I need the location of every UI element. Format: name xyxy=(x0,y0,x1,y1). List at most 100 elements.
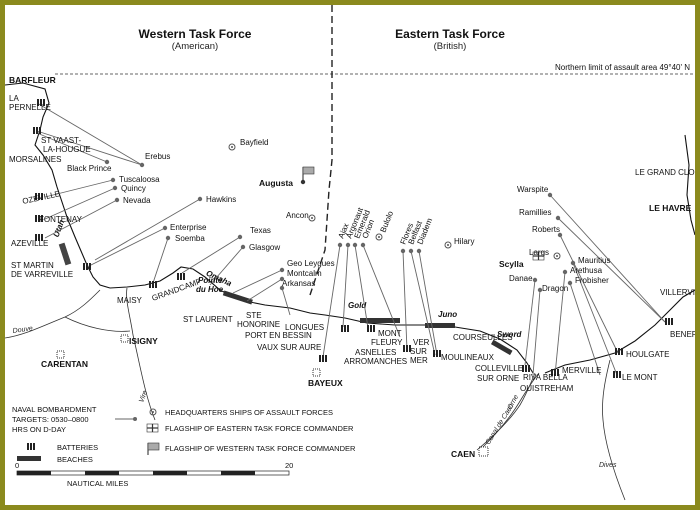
east-task-force-title: Eastern Task Force xyxy=(395,27,505,41)
ship-dot-danae xyxy=(532,277,538,283)
place-morsalines: MORSALINES xyxy=(9,155,61,164)
gun-line-dragon xyxy=(532,289,541,376)
bombardment-map: Western Task Force (American) Eastern Ta… xyxy=(5,5,695,501)
battery-icon xyxy=(33,127,41,134)
coastline-seine xyxy=(684,134,695,236)
ship-dot-geo-leygues xyxy=(279,267,285,273)
place-sur: SUR xyxy=(410,347,427,356)
ship-dot-argonaut xyxy=(345,242,351,248)
ship-label-augusta: Augusta xyxy=(259,178,293,188)
ship-dot-soemba xyxy=(165,235,171,241)
river-dives-label: Dives xyxy=(599,462,617,469)
hq-icon xyxy=(149,408,157,416)
ship-label-hawkins: Hawkins xyxy=(206,195,236,204)
gun-line-arkansas xyxy=(281,287,291,316)
hq-ship-markers xyxy=(228,143,561,260)
gun-line-hawkins xyxy=(94,198,201,261)
town-markers xyxy=(56,334,489,457)
ship-dot-belfast xyxy=(408,248,414,254)
place-houlgate: HOULGATE xyxy=(626,350,669,359)
place-la: LA xyxy=(9,94,19,103)
gun-line-belfast xyxy=(410,250,436,356)
place-port-en-bessin: PORT EN BESSIN xyxy=(245,331,312,340)
ship-dot-diadem xyxy=(416,248,422,254)
place-honorine: HONORINE xyxy=(237,320,280,329)
legend-beaches: BEACHES xyxy=(57,455,93,464)
ship-label-arethusa: Arethusa xyxy=(570,266,603,275)
legend-east-flagship: FLAGSHIP OF EASTERN TASK FORCE COMMANDER xyxy=(165,424,354,433)
gun-line-roberts xyxy=(559,234,619,354)
coastline-orne-east xyxy=(544,289,695,374)
ship-label-soemba: Soemba xyxy=(175,234,205,243)
gun-line-mauritius xyxy=(572,262,618,376)
gun-line-texas xyxy=(181,236,241,274)
town-icon-isigny xyxy=(120,334,129,343)
place-benerville: BENERVILLE xyxy=(670,330,695,339)
place-isigny: ISIGNY xyxy=(129,336,158,346)
ship-dot-emerald xyxy=(352,242,358,248)
ship-dot-enterprise xyxy=(162,225,168,231)
ship-label-black-prince: Black Prince xyxy=(67,164,112,173)
river-douve-label: Douve xyxy=(12,325,33,335)
place-bayeux: BAYEUX xyxy=(308,378,343,388)
legend-hrs: HRS ON D-DAY xyxy=(12,425,66,434)
place-caen: CAEN xyxy=(451,449,475,459)
ship-dot-black-prince xyxy=(104,159,110,165)
ship-label-hilary: Hilary xyxy=(454,237,474,246)
gun-line-nevada xyxy=(44,199,118,239)
ship-dot-tuscaloosa xyxy=(110,177,116,183)
place-arromanches: ARROMANCHES xyxy=(344,357,407,366)
legend-west-flagship: FLAGSHIP OF WESTERN TASK FORCE COMMANDER xyxy=(165,444,356,453)
battery-icon xyxy=(615,348,623,355)
place-la-hougue: LA-HOUGUE xyxy=(43,145,91,154)
ship-dot-ajax xyxy=(337,242,343,248)
battery-icon xyxy=(403,345,411,352)
beach-juno-bar xyxy=(425,323,455,328)
ship-dot-warspite xyxy=(547,192,553,198)
place-grandcamp: GRANDCAMP xyxy=(151,277,203,303)
place-riva-bella: RIVA BELLA xyxy=(523,373,568,382)
hq-icon-bulolo xyxy=(375,233,383,241)
place-barfleur: BARFLEUR xyxy=(9,75,56,85)
ship-label-frobisher: Frobisher xyxy=(575,276,609,285)
ship-label-geo-leygues: Geo Leygues xyxy=(287,259,335,268)
gun-line-montcalm xyxy=(246,278,283,302)
beach-juno-label: Juno xyxy=(438,310,457,319)
hq-icon-hilary xyxy=(444,241,452,249)
town-icon-bayeux xyxy=(312,368,321,377)
place-vaux-sur-aure: VAUX SUR AURE xyxy=(257,343,321,352)
river-vire-label: Vire xyxy=(138,390,149,404)
gun-line-erebus-2 xyxy=(36,130,143,166)
gun-line-emerald xyxy=(354,244,369,329)
ship-markers xyxy=(104,159,576,293)
place-ste: STE xyxy=(246,311,262,320)
beach-omaha-bar xyxy=(222,290,253,305)
place-villerville: VILLERVILLE xyxy=(660,288,695,297)
gun-line-orion xyxy=(362,244,401,338)
battery-icon xyxy=(35,215,43,222)
gun-line-frobisher xyxy=(569,282,601,376)
gun-line-ajax xyxy=(322,244,341,358)
river-dives-line xyxy=(602,359,626,501)
battery-icon xyxy=(522,365,530,372)
legend-naval-bombardment: NAVAL BOMBARDMENT xyxy=(12,405,97,414)
ship-label-enterprise: Enterprise xyxy=(170,223,207,232)
ship-label-warspite: Warspite xyxy=(517,185,549,194)
place-carentan: CARENTAN xyxy=(41,359,88,369)
place-sur-orne: SUR ORNE xyxy=(477,374,519,383)
place-fontenay: FONTENAY xyxy=(39,215,83,224)
battery-icon xyxy=(37,99,45,106)
ship-label-montcalm: Montcalm xyxy=(287,269,322,278)
ship-dot-arethusa xyxy=(562,269,568,275)
battery-icon xyxy=(177,273,185,280)
ship-dot-quincy xyxy=(112,185,118,191)
gun-line-quincy xyxy=(44,187,116,220)
place-asnelles: ASNELLES xyxy=(355,348,396,357)
legend-targets: TARGETS: 0530–0800 xyxy=(12,415,89,424)
map-canvas: Western Task Force (American) Eastern Ta… xyxy=(5,5,695,505)
beach-utah-bar xyxy=(58,242,72,266)
legend: NAVAL BOMBARDMENT TARGETS: 0530–0800 HRS… xyxy=(12,405,356,488)
place-maisy: MAISY xyxy=(117,296,143,305)
us-flag-icon xyxy=(147,442,160,451)
scale-end: 20 xyxy=(285,461,293,470)
